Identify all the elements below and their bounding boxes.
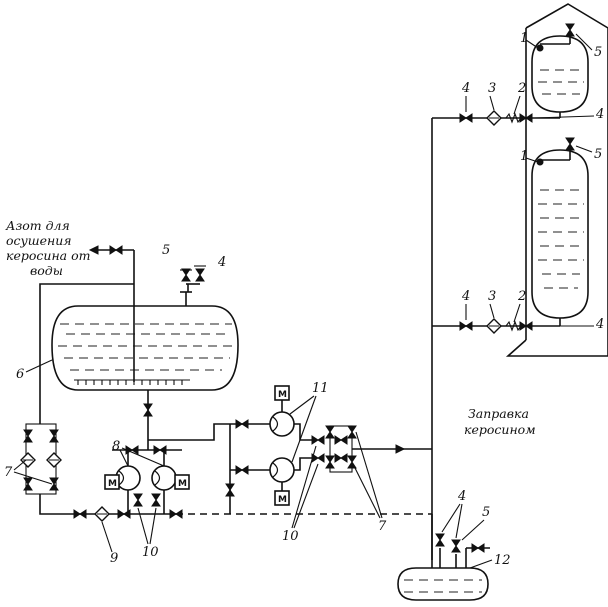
- motor-label: М: [108, 479, 117, 489]
- callout-8: 8: [112, 439, 120, 454]
- rocket-column: [505, 3, 608, 357]
- callout-4-tank: 4: [217, 255, 226, 270]
- upper-branch: [459, 110, 533, 126]
- main-pump-group: [148, 385, 312, 514]
- callout-7-left: 7: [4, 465, 13, 480]
- nitrogen-caption-line-1: Азот для: [5, 218, 70, 233]
- callout-4-lower-left: 4: [461, 289, 470, 304]
- motor-label: М: [278, 390, 287, 400]
- callout-4-lower-right: 4: [595, 317, 604, 332]
- callout-12: 12: [494, 553, 511, 568]
- callout-11: 11: [312, 381, 329, 396]
- callout-10-left: 10: [142, 545, 159, 560]
- callouts: 1 1 2 2 3 3 4 4 4 4 4 4 5 5 5 5 6 7: [4, 31, 604, 569]
- nitrogen-caption-line-4: воды: [30, 263, 63, 278]
- callout-9: 9: [110, 551, 118, 566]
- callout-5-tank: 5: [162, 243, 170, 258]
- callout-3-lower: 3: [488, 289, 496, 304]
- callout-1-lower: 1: [520, 149, 528, 164]
- tank-outlet-line: [143, 390, 153, 450]
- motor-label: М: [178, 479, 187, 489]
- callout-1-upper: 1: [520, 31, 528, 46]
- callout-4-upper-left: 4: [461, 81, 470, 96]
- refuel-caption-line-2: керосином: [464, 422, 536, 437]
- storage-tank: [51, 305, 239, 391]
- callout-7-right: 7: [378, 519, 387, 534]
- small-pump-group: [104, 445, 190, 514]
- left-loop: [20, 283, 176, 522]
- callout-5-drain: 5: [482, 505, 490, 520]
- nitrogen-caption-line-3: керосина от: [6, 248, 90, 263]
- motor-label: М: [278, 495, 287, 505]
- callout-4-upper-right: 4: [595, 107, 604, 122]
- callout-2-upper: 2: [517, 81, 526, 96]
- callout-5-lower: 5: [594, 147, 602, 162]
- callout-6: 6: [16, 367, 24, 382]
- drain-tank: [397, 514, 490, 601]
- refuel-caption-line-1: Заправка: [468, 406, 529, 421]
- callout-4-drain: 4: [457, 489, 466, 504]
- callout-10-right: 10: [282, 529, 299, 544]
- callout-2-lower: 2: [517, 289, 526, 304]
- lower-branch: [459, 318, 533, 334]
- nitrogen-caption-line-2: осушения: [6, 233, 72, 248]
- supply-riser: [431, 117, 526, 560]
- nitrogen-line: [88, 245, 135, 382]
- nitrogen-caption: Азот для осушения керосина от воды: [5, 218, 90, 278]
- callout-3-upper: 3: [488, 81, 496, 96]
- tank-top-valves: [180, 265, 206, 306]
- manifold-valves: [311, 425, 432, 473]
- refuel-caption: Заправка керосином: [464, 406, 536, 437]
- callout-5-upper: 5: [594, 45, 602, 60]
